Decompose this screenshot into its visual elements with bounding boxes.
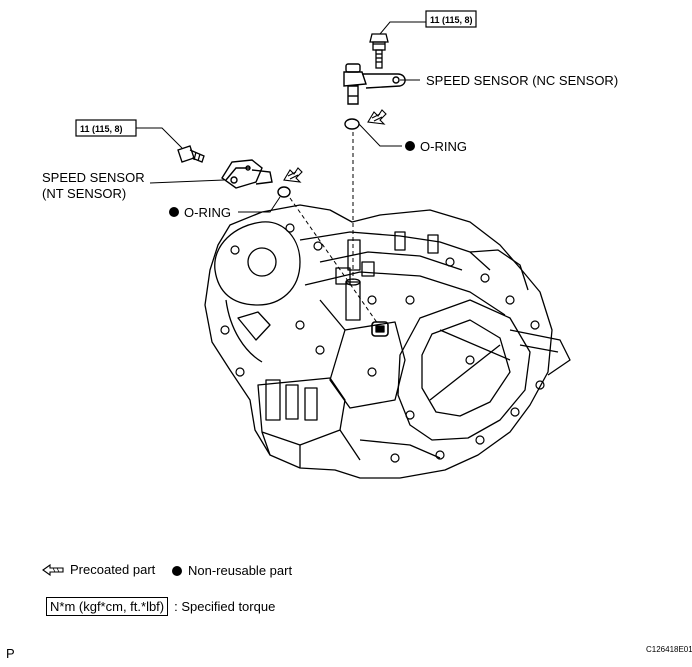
precoat-arrow-icon [283, 167, 303, 183]
nt-sensor-label-line2: (NT SENSOR) [42, 186, 126, 201]
legend-nonreusable: Non-reusable part [172, 563, 292, 578]
torque-label-left: 11 (115, 8) [80, 124, 123, 134]
torque-box-left [75, 119, 137, 137]
precoat-arrow-icon [367, 109, 387, 125]
nc-sensor-label: SPEED SENSOR (NC SENSOR) [426, 73, 618, 88]
nc-oring [344, 118, 360, 130]
figure-code: C126418E01 [646, 645, 692, 654]
leader-lines [136, 21, 426, 213]
oring-label-left: O-RING [184, 205, 231, 220]
assembly-lines [289, 132, 379, 325]
nt-oring [277, 186, 291, 198]
nc-sensor-bolt [369, 33, 389, 69]
nc-speed-sensor [343, 63, 406, 105]
footer-mark: P [6, 646, 15, 661]
legend-precoated-text: Precoated part [70, 562, 156, 577]
nt-speed-sensor [221, 159, 273, 189]
torque-box-top [425, 10, 477, 28]
nt-sensor-bolt [177, 145, 205, 163]
legend-precoated: Precoated part [42, 562, 155, 577]
nt-sensor-label-line1: SPEED SENSOR [42, 170, 145, 185]
oring-label-top: O-RING [420, 139, 467, 154]
legend-torque-desc: : Specified torque [174, 599, 276, 614]
legend-nonreusable-text: Non-reusable part [188, 563, 293, 578]
precoat-arrow-icon [42, 563, 64, 576]
housing-bolts [220, 223, 545, 463]
nonreusable-dot-icon [169, 207, 179, 217]
legend-torque: N*m (kgf*cm, ft.*lbf) : Specified torque [46, 597, 275, 616]
nonreusable-dot-icon [172, 565, 182, 576]
legend-torque-unit: N*m (kgf*cm, ft.*lbf) [46, 597, 169, 616]
torque-label-top: 11 (115, 8) [430, 15, 473, 25]
nonreusable-dot-icon [405, 141, 415, 151]
transaxle-housing [204, 204, 571, 479]
